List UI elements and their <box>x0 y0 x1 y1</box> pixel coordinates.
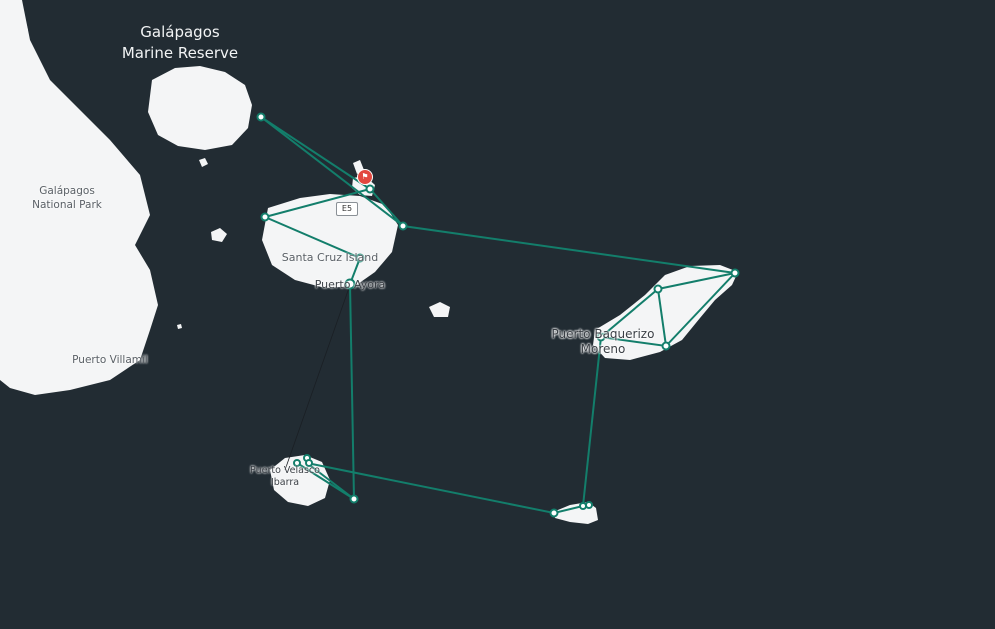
san-cristobal-island <box>593 265 738 360</box>
puerto-ayora-label: Puerto Ayora <box>314 278 386 291</box>
flag-icon[interactable]: ⚑ <box>357 169 373 185</box>
stop-puerto-baquerizo <box>596 332 606 342</box>
puerto-velasco-label: Puerto Velasco Ibarra <box>235 465 335 489</box>
stop-floreana-south <box>349 494 359 504</box>
islet-5 <box>177 324 182 329</box>
national-park-label-line2: National Park <box>32 199 102 211</box>
puerto-baquerizo-label-line2: Moreno <box>580 342 626 356</box>
national-park-label: Galápagos National Park <box>22 184 112 212</box>
islet-4 <box>429 302 450 317</box>
reserve-label-line2: Marine Reserve <box>121 44 239 62</box>
stop-santa-cruz-east <box>398 221 408 231</box>
stop-santa-cruz-west <box>260 212 270 222</box>
puerto-villamil-label: Puerto Villamil <box>72 354 148 366</box>
santiago-island <box>148 66 252 150</box>
reserve-label: Galápagos Marine Reserve <box>100 22 260 64</box>
stop-santiago <box>256 112 266 122</box>
floreana-island <box>270 455 330 506</box>
road-shield-e5: E5 <box>336 202 358 216</box>
santa-cruz-label: Santa Cruz Island <box>281 251 379 264</box>
islet-2 <box>211 228 227 242</box>
stop-san-cristobal-south <box>661 341 671 351</box>
stop-floreana-1 <box>293 459 301 467</box>
stop-espanola-west <box>549 508 559 518</box>
stop-espanola-2 <box>585 501 593 509</box>
route-lines <box>260 116 738 515</box>
puerto-velasco-label-line1: Puerto Velasco <box>250 465 320 476</box>
thin-route <box>284 284 351 471</box>
puerto-velasco-label-line2: Ibarra <box>270 477 300 488</box>
stop-floreana-3 <box>305 459 313 467</box>
stop-baltra <box>365 184 375 194</box>
islet-1 <box>199 158 208 167</box>
stop-santa-cruz-center <box>355 253 365 263</box>
stop-espanola-1 <box>579 502 587 510</box>
route-stops <box>256 112 740 518</box>
santa-cruz-island <box>262 194 398 288</box>
reserve-label-line1: Galápagos <box>140 23 220 41</box>
isabela-island <box>0 0 158 395</box>
puerto-baquerizo-label: Puerto Baquerizo Moreno <box>538 327 668 357</box>
stop-puerto-ayora <box>344 278 356 290</box>
stop-san-cristobal-east <box>730 268 740 278</box>
isabela-north <box>0 0 28 70</box>
puerto-baquerizo-label-line1: Puerto Baquerizo <box>551 327 655 341</box>
national-park-label-line1: Galápagos <box>39 185 95 197</box>
stop-san-cristobal-north <box>653 284 663 294</box>
